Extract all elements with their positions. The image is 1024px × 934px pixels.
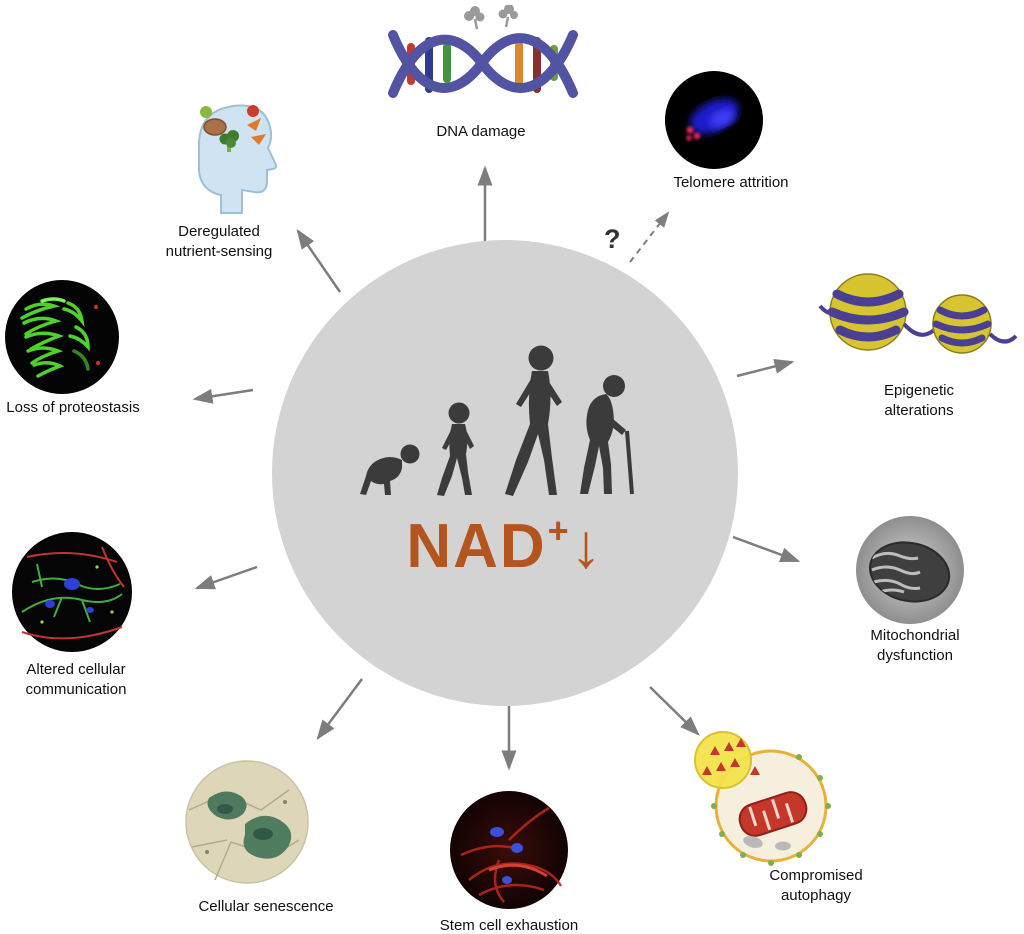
loss-of-proteostasis-illustration [5,280,119,394]
nad-label: NAD [406,512,547,581]
label-mitochondrial-dysfunction: Mitochondrial dysfunction [870,627,960,664]
label-telomere-attrition: Telomere attrition [673,174,789,191]
altered-cellular-communication-illustration [12,532,132,652]
mitochondrial-dysfunction-illustration [856,516,964,624]
arrow-epigenetic-alterations [736,359,795,378]
label-epigenetic-alterations: Epigenetic alterations [883,382,955,419]
label-stem-cell-exhaustion: Stem cell exhaustion [439,917,579,934]
uncertainty-question-mark: ? [604,224,621,254]
cane [625,430,634,495]
broccoli-icon [219,130,239,152]
telomere-signals [686,126,701,141]
adult-silhouette [528,345,554,371]
down-arrow-glyph: ↓ [570,512,604,581]
hydrolase-triangles [702,738,760,775]
apple-icon [200,106,212,118]
label-loss-of-proteostasis: Loss of proteostasis [6,399,140,416]
label-altered-cellular-communication: Altered cellular communication [25,661,127,698]
nuclei [490,827,523,884]
nad-decline-text: NAD+↓ [406,510,603,582]
compromised-autophagy-illustration [694,731,831,866]
cytoskeleton-fibers [460,806,563,903]
bread-icon [203,118,227,136]
nuclei [45,578,94,613]
deregulated-nutrient-sensing-illustration [198,104,278,214]
baby-silhouette [400,444,420,464]
aging-silhouettes-illustration [360,345,634,496]
arrow-deregulated-nutrient-sensing [296,228,342,293]
central-circle: NAD+↓ [272,240,738,706]
arrow-mitochondrial-dysfunction [732,535,801,563]
damaged-mitochondrion [738,791,808,837]
dna-damage-illustration [388,5,578,98]
label-compromised-autophagy: Compromised autophagy [769,867,863,904]
cellular-senescence-illustration [185,760,309,884]
debris-blob [743,836,763,848]
arrow-altered-cellular-communication [194,565,258,590]
epigenetic-alterations-illustration [818,273,1018,354]
dna-adduct-blobs [464,5,518,30]
arrow-telomere-attrition-dashed [629,211,670,263]
label-cellular-senescence: Cellular senescence [198,898,334,915]
dna-strand-2 [388,30,578,98]
red-fibers [21,546,125,640]
arrow-compromised-autophagy [649,686,700,736]
stem-cell-exhaustion-illustration [450,791,568,909]
arrow-cellular-senescence [316,678,364,741]
nad-plus: + [547,510,571,551]
label-deregulated-nutrient-sensing: Deregulated nutrient-sensing [165,223,273,260]
dna-linker [902,322,936,337]
arrow-loss-of-proteostasis [192,388,254,404]
elderly-silhouette [603,375,625,397]
toddler-silhouette [448,402,470,424]
telomere-attrition-illustration [665,71,763,169]
lysosome [694,731,752,789]
protein-aggregates [20,297,90,378]
label-dna-damage: DNA damage [436,123,526,140]
carrot-icons [247,118,266,145]
tomato-icon [247,105,259,117]
